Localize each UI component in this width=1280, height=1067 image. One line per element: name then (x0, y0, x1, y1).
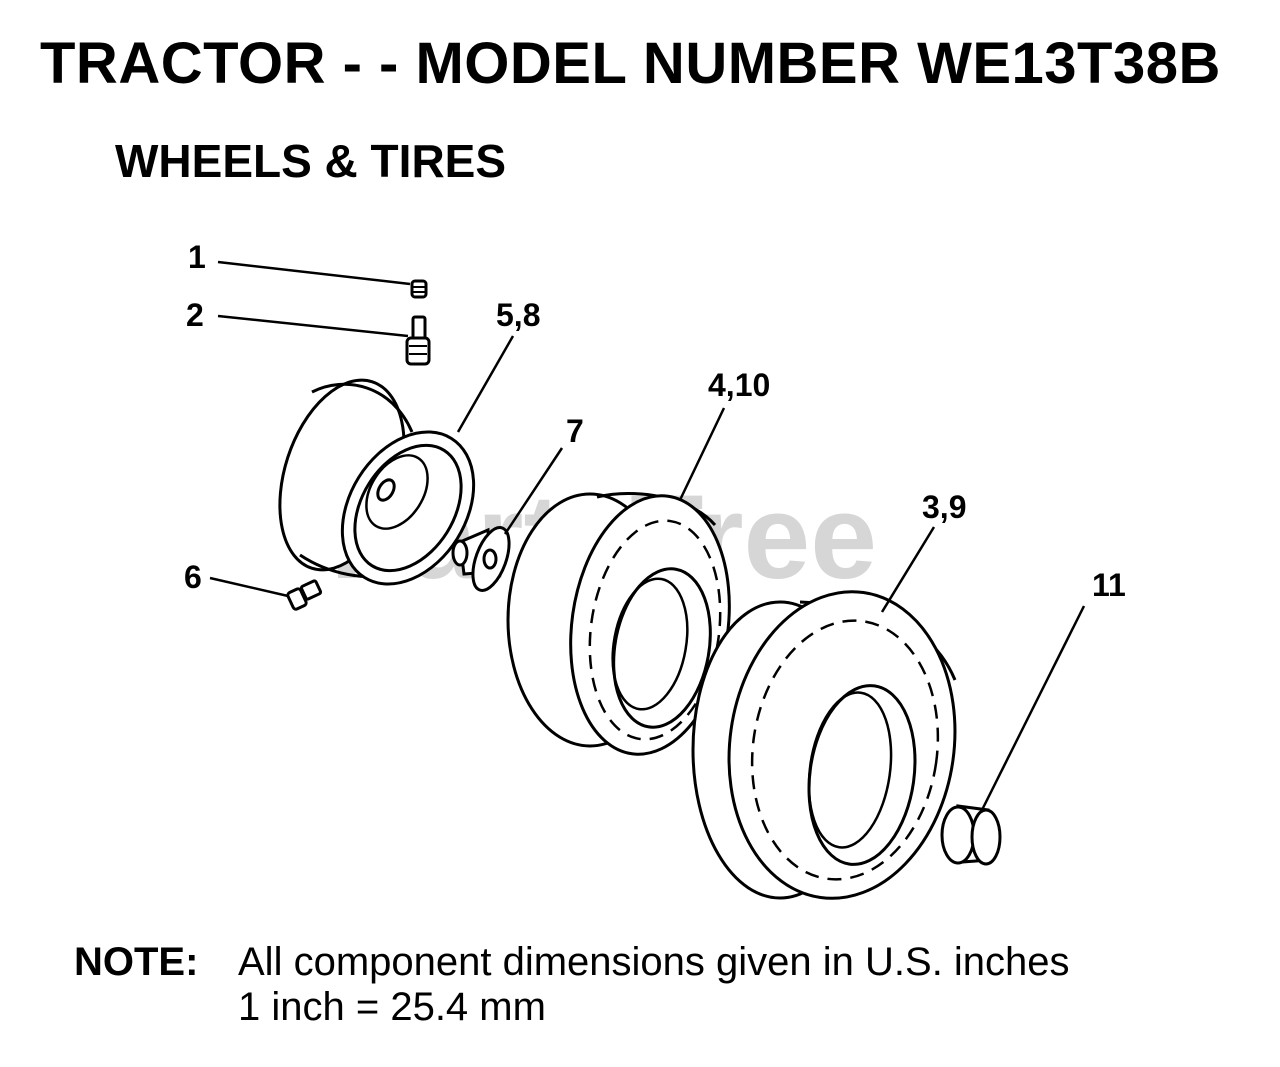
page-title: TRACTOR - - MODEL NUMBER WE13T38B (40, 31, 1221, 96)
part-11-hub-cap (940, 804, 1002, 866)
callout-leaders (209, 260, 1086, 811)
callout-11: 11 (1092, 567, 1126, 603)
callout-6: 6 (184, 559, 202, 595)
callout-5-8: 5,8 (496, 297, 540, 333)
section-title: WHEELS & TIRES (115, 135, 507, 187)
callout-7: 7 (566, 413, 584, 449)
part-7-bearing (451, 526, 511, 592)
part-5-8-rim (278, 378, 476, 586)
note-text-line-1: All component dimensions given in U.S. i… (238, 940, 1070, 984)
part-2-valve-stem (405, 315, 431, 366)
part-1-valve-cap (410, 279, 428, 299)
note-text-line-2: 1 inch = 25.4 mm (238, 985, 546, 1029)
note-label: NOTE: (74, 940, 199, 984)
callout-1: 1 (188, 239, 206, 275)
part-6-bolt (286, 579, 323, 611)
callout-4-10: 4,10 (708, 367, 770, 403)
part-3-9-tire (691, 590, 957, 900)
part-4-10-tire (506, 492, 731, 756)
callout-2: 2 (186, 297, 204, 333)
callout-3-9: 3,9 (922, 489, 966, 525)
